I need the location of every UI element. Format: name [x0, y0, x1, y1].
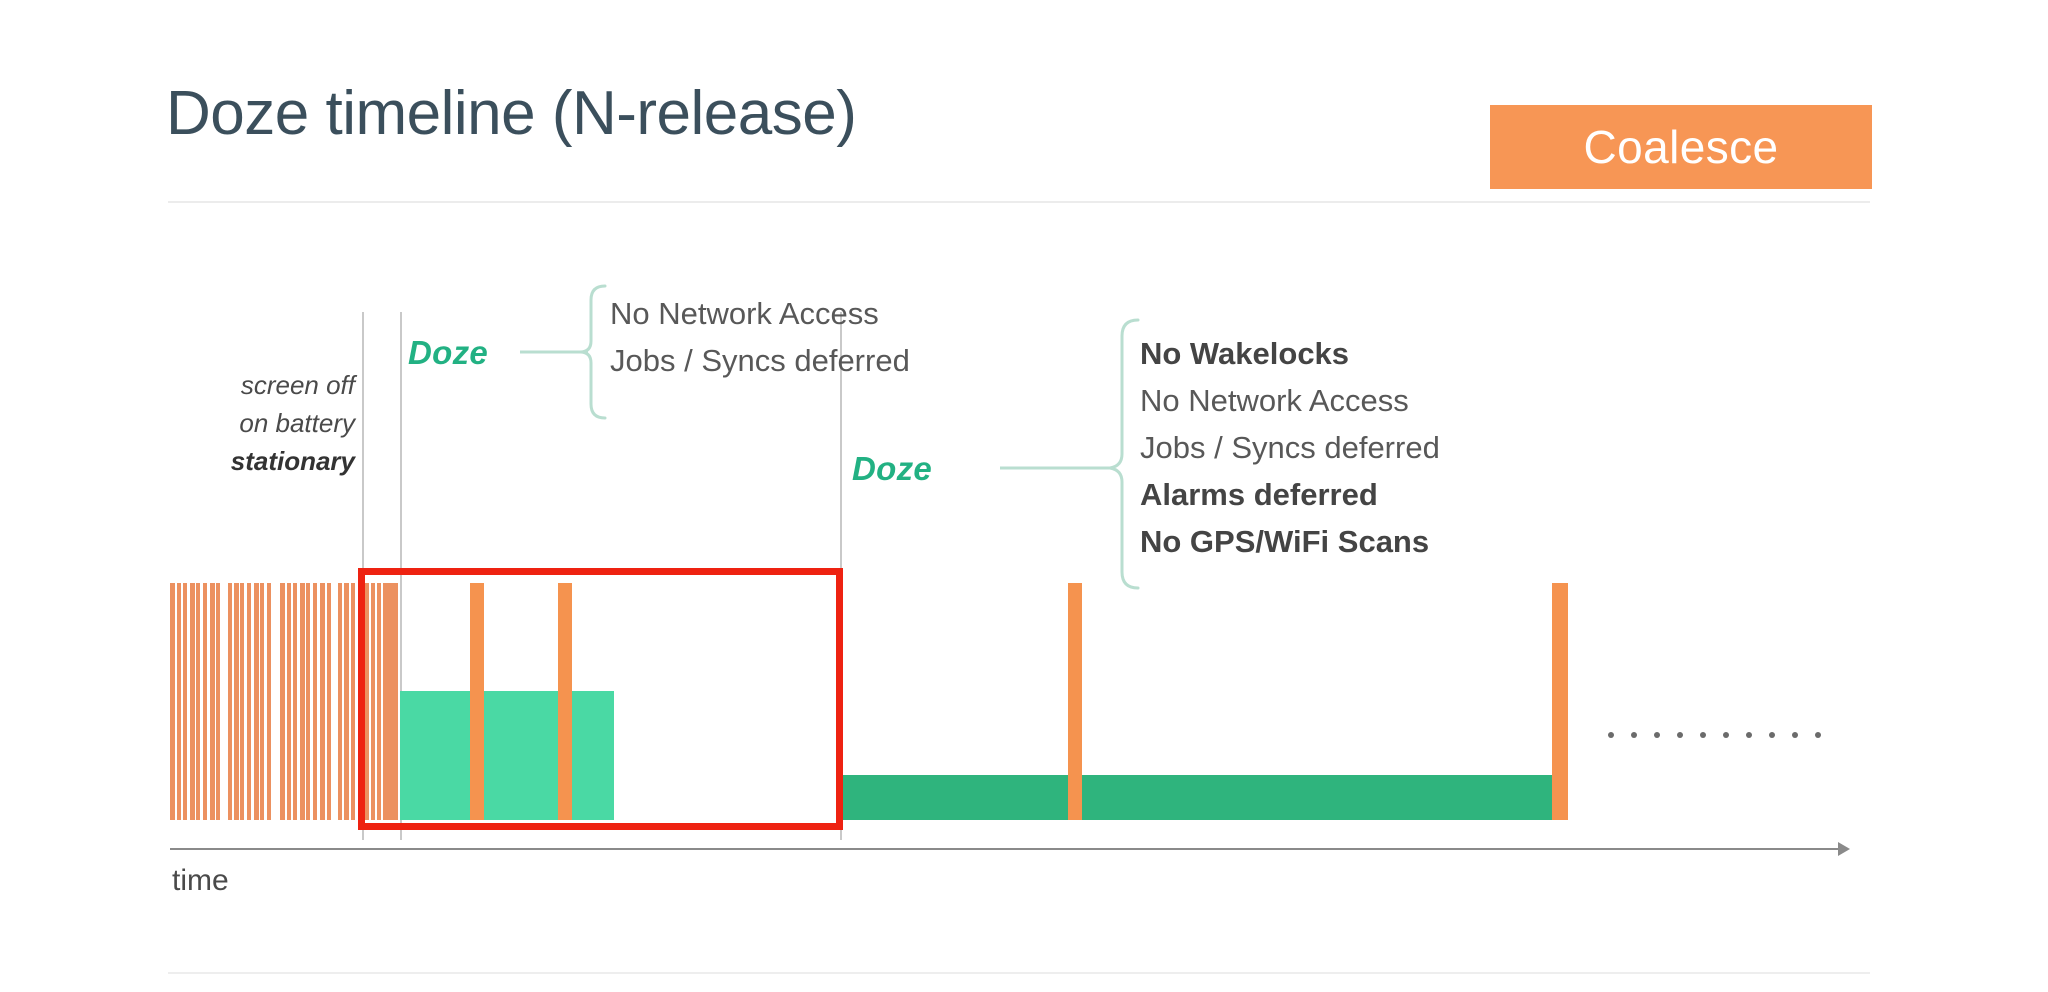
callout-1-line-0: No Network Access — [610, 296, 879, 331]
ellipsis-dots — [1608, 732, 1821, 738]
page-title: Doze timeline (N-release) — [166, 79, 857, 148]
wakeup-stripe — [280, 583, 285, 820]
title-divider — [168, 201, 1870, 203]
callout-2-line-2: Jobs / Syncs deferred — [1140, 430, 1440, 465]
wakeup-stripe — [267, 583, 271, 820]
ellipsis-dot — [1700, 732, 1706, 738]
left-state-line-3: stationary — [230, 446, 355, 476]
wakeup-stripe — [240, 583, 244, 820]
wakeup-stripe — [344, 583, 349, 820]
wakeup-bar-1 — [470, 583, 484, 820]
coalesce-badge-label: Coalesce — [1583, 121, 1779, 173]
wakeup-stripe — [183, 583, 187, 820]
callout-1-line-1: Jobs / Syncs deferred — [610, 343, 910, 378]
wakeup-stripe — [190, 583, 195, 820]
callout-doze-2-text: No Wakelocks No Network Access Jobs / Sy… — [1140, 330, 1440, 565]
time-axis-label: time — [172, 864, 229, 897]
ellipsis-dot — [1631, 732, 1637, 738]
time-axis-line — [170, 848, 1842, 850]
callout-2-line-0: No Wakelocks — [1140, 336, 1350, 371]
ellipsis-dot — [1746, 732, 1752, 738]
wakeup-stripe — [228, 583, 232, 820]
coalesce-badge[interactable]: Coalesce — [1490, 105, 1872, 189]
left-state-line-1: screen off — [240, 370, 355, 400]
callout-2-line-4: No GPS/WiFi Scans — [1140, 524, 1430, 559]
wakeup-bar-3 — [1068, 583, 1082, 820]
wakeup-stripe — [383, 583, 388, 820]
wakeup-stripe — [177, 583, 181, 820]
wakeup-stripe — [196, 583, 200, 820]
ellipsis-dot — [1792, 732, 1798, 738]
time-axis-arrow-icon — [1838, 842, 1850, 856]
wakeup-stripe — [313, 583, 317, 820]
bottom-divider — [168, 972, 1870, 974]
gridline-doze-1-start — [400, 312, 402, 840]
wakeup-stripe — [234, 583, 239, 820]
callout-doze-1-text: No Network Access Jobs / Syncs deferred — [610, 290, 910, 384]
ellipsis-dot — [1608, 732, 1614, 738]
wakeup-stripe — [364, 583, 369, 820]
wakeup-stripe — [254, 583, 259, 820]
wakeup-bar-4 — [1552, 583, 1568, 820]
wakeup-stripe — [306, 583, 310, 820]
doze-label-2: Doze — [852, 450, 933, 487]
ellipsis-dot — [1654, 732, 1660, 738]
doze-label-1: Doze — [408, 334, 489, 371]
doze-band-dark — [842, 775, 1568, 820]
wakeup-bar-2 — [558, 583, 572, 820]
wakeup-stripe — [388, 583, 392, 820]
wakeup-stripe — [371, 583, 375, 820]
wakeup-stripe — [210, 583, 215, 820]
wakeup-stripe — [203, 583, 207, 820]
callout-2-line-3: Alarms deferred — [1140, 477, 1378, 512]
wakeup-stripe — [327, 583, 331, 820]
wakeup-stripe — [377, 583, 381, 820]
wakeup-stripe — [393, 583, 398, 820]
wakeup-stripe — [338, 583, 342, 820]
highlight-rectangle — [358, 568, 843, 830]
doze-band-light — [400, 691, 614, 820]
wakeup-burst-stripes — [170, 583, 398, 820]
wakeup-stripe — [170, 583, 175, 820]
ellipsis-dot — [1815, 732, 1821, 738]
wakeup-stripe — [287, 583, 291, 820]
ellipsis-dot — [1677, 732, 1683, 738]
callout-2-line-1: No Network Access — [1140, 383, 1409, 418]
ellipsis-dot — [1723, 732, 1729, 738]
wakeup-stripe — [320, 583, 325, 820]
ellipsis-dot — [1769, 732, 1775, 738]
left-state-annotation: screen off on battery stationary — [190, 366, 355, 480]
wakeup-stripe — [216, 583, 220, 820]
wakeup-stripe — [293, 583, 297, 820]
wakeup-stripe — [247, 583, 251, 820]
wakeup-stripe — [260, 583, 264, 820]
left-state-line-2: on battery — [239, 408, 355, 438]
wakeup-stripe — [300, 583, 305, 820]
wakeup-stripe — [351, 583, 355, 820]
